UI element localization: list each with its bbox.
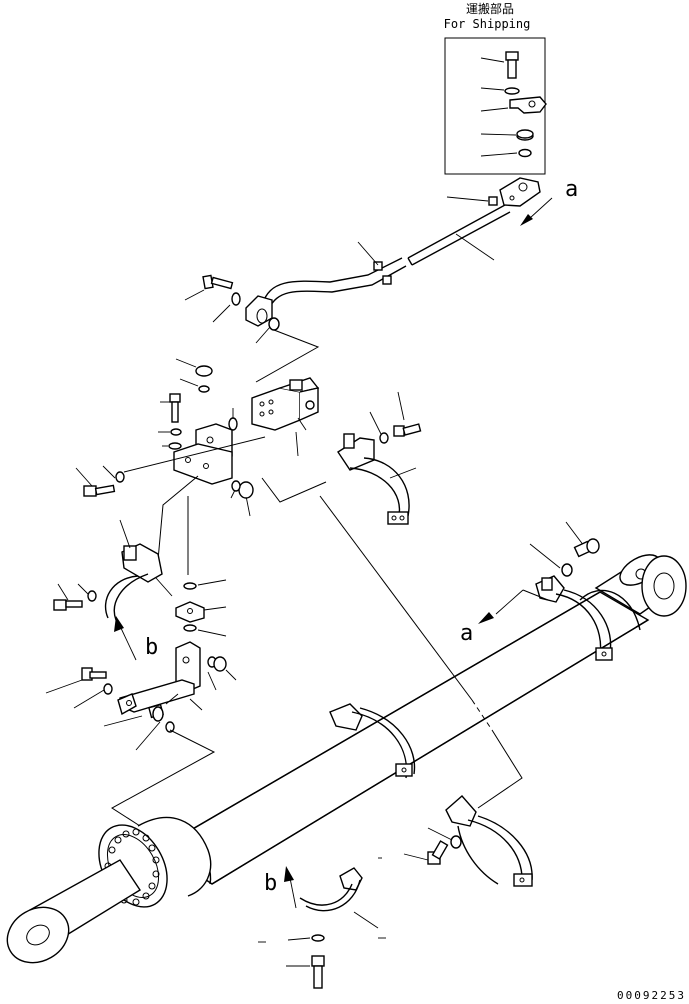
hose-bolt-set [184, 274, 280, 344]
shipping-split-flange [480, 96, 547, 114]
drawing-number: 00092253 [617, 989, 686, 1002]
clamp-cylinder-right: a [460, 521, 613, 661]
view-marker-a-top: a [565, 177, 578, 202]
view-marker-a-mid: a [460, 621, 473, 646]
connection-line-lower [477, 729, 523, 809]
hydraulic-cylinder [6, 554, 687, 964]
view-marker-b-bottom: b [264, 871, 277, 896]
valve-block-assembly [228, 329, 320, 457]
small-parts-column [175, 579, 227, 637]
connection-line-dashed [471, 699, 493, 731]
shipping-seal [480, 148, 532, 158]
hose-pipe-assembly: a [245, 177, 578, 327]
clamp-upper-middle [261, 391, 422, 525]
shipping-bolt [480, 51, 519, 79]
shipping-title-en: For Shipping [444, 17, 531, 31]
shipping-title-jp: 運搬部品 [466, 1, 514, 16]
shipping-o-ring [480, 129, 534, 141]
shipping-washer [480, 87, 520, 95]
bracket-assembly-lower [45, 641, 237, 827]
clamp-bottom: b [258, 866, 386, 989]
manifold-block-assembly [75, 358, 266, 575]
view-marker-b-left: b [145, 635, 158, 660]
clamp-cylinder-middle [329, 703, 416, 779]
connection-line-clamp [319, 495, 473, 701]
clamp-left: b [53, 519, 173, 661]
shipping-parts-group: 運搬部品 For Shipping [444, 1, 547, 175]
clamp-detached-lower [378, 795, 533, 887]
